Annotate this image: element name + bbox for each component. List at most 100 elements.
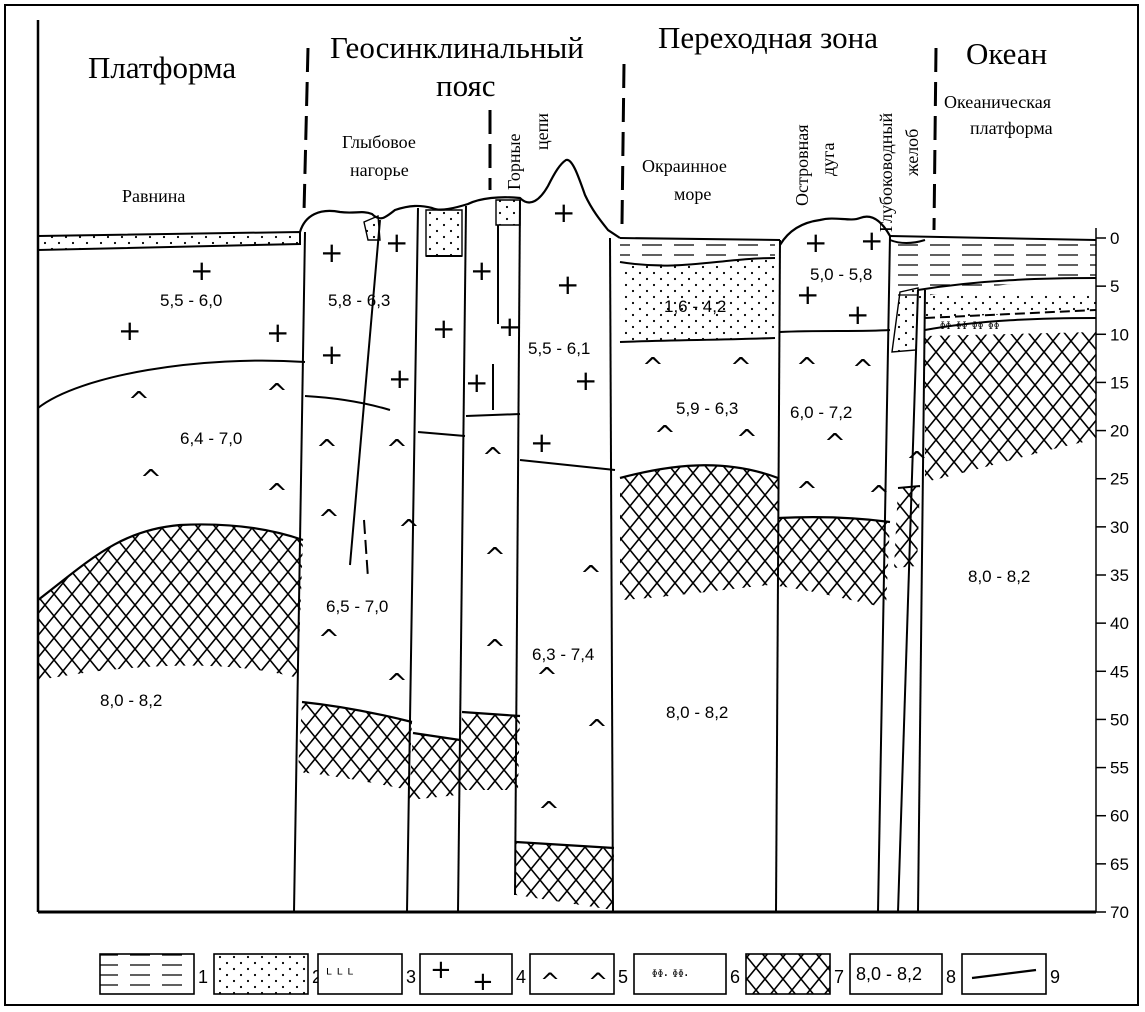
svg-text:+: + — [530, 426, 553, 459]
svg-text:ᶲᶲ ᶲᶲ ᶲᶲ ᶲᶲ: ᶲᶲ ᶲᶲ ᶲᶲ ᶲᶲ — [940, 320, 1000, 336]
label-oceanic-1: Океаническая — [944, 92, 1051, 112]
svg-text:^: ^ — [868, 481, 890, 511]
legend-num-7: 7 — [834, 967, 844, 987]
depth-tick-label: 20 — [1110, 422, 1129, 441]
vel-mountains-upper: 5,5 - 6,1 — [528, 339, 590, 358]
svg-text:^: ^ — [580, 561, 602, 591]
svg-text:+: + — [498, 310, 521, 343]
vel-arc-upper: 5,0 - 5,8 — [810, 265, 872, 284]
legend-num-4: 4 — [516, 967, 526, 987]
label-marginal-2: море — [674, 184, 711, 204]
legend-num-5: 5 — [618, 967, 628, 987]
transition-block — [620, 217, 925, 912]
legend-num-6: 6 — [730, 967, 740, 987]
depth-tick-label: 30 — [1110, 518, 1129, 537]
legend-swatch-7 — [746, 954, 830, 994]
depth-tick-label: 45 — [1110, 662, 1129, 681]
label-oceanic-2: платформа — [970, 118, 1053, 138]
zone-title-transition: Переходная зона — [658, 20, 878, 55]
svg-text:+: + — [432, 312, 455, 345]
svg-text:+: + — [465, 366, 488, 399]
boundary-transition-ocean — [934, 48, 936, 230]
svg-text:+: + — [190, 254, 213, 287]
depth-tick-label: 5 — [1110, 277, 1119, 296]
label-trench-2: желоб — [902, 129, 922, 177]
svg-text:+: + — [556, 268, 579, 301]
label-marginal-1: Окраинное — [642, 156, 727, 176]
svg-text:+: + — [385, 226, 408, 259]
basalt-layer-marks: ᶲᶲ ᶲᶲ ᶲᶲ ᶲᶲ — [940, 320, 1000, 336]
svg-text:^: ^ — [540, 968, 560, 996]
vel-platform-upper: 5,5 - 6,0 — [160, 291, 222, 310]
svg-text:^: ^ — [852, 355, 874, 385]
legend-num-9: 9 — [1050, 967, 1060, 987]
label-block-1: Глыбовое — [342, 132, 416, 152]
svg-text:ᴸ ᴸ ᴸ: ᴸ ᴸ ᴸ — [326, 965, 353, 984]
svg-text:^: ^ — [484, 635, 506, 665]
depth-tick-label: 40 — [1110, 614, 1129, 633]
label-block-2: нагорье — [350, 160, 409, 180]
vel-marginal-mantle: 8,0 - 8,2 — [666, 703, 728, 722]
vel-platform-lower: 6,4 - 7,0 — [180, 429, 242, 448]
legend-num-3: 3 — [406, 967, 416, 987]
svg-text:^: ^ — [266, 379, 288, 409]
svg-text:+: + — [320, 236, 343, 269]
svg-text:+: + — [430, 955, 452, 985]
svg-text:^: ^ — [484, 543, 506, 573]
legend: 1 2 ᴸ ᴸ ᴸ 3 ++ 4 ^^ 5 ᶲᶲ· ᶲᶲ· 6 7 8,0 - … — [100, 954, 1060, 997]
legend-swatch-1 — [100, 954, 194, 994]
legend-num-1: 1 — [198, 967, 208, 987]
boundary-platform-geosyncline — [304, 48, 308, 212]
vel-block-upper: 5,8 - 6,3 — [328, 291, 390, 310]
svg-text:^: ^ — [398, 515, 420, 545]
label-trench-1: Глубоководный — [876, 112, 896, 232]
svg-text:^: ^ — [906, 447, 928, 477]
svg-text:^: ^ — [318, 505, 340, 535]
depth-tick-label: 25 — [1110, 470, 1129, 489]
svg-text:+: + — [846, 298, 869, 331]
vel-marginal-sed: 1,6 - 4,2 — [664, 297, 726, 316]
depth-tick-label: 70 — [1110, 903, 1129, 922]
svg-text:+: + — [388, 362, 411, 395]
depth-tick-label: 60 — [1110, 807, 1129, 826]
svg-text:+: + — [470, 254, 493, 287]
vel-mountains-lower: 6,3 - 7,4 — [532, 645, 594, 664]
svg-text:+: + — [266, 316, 289, 349]
zone-title-platform: Платформа — [88, 50, 236, 85]
svg-text:^: ^ — [642, 353, 664, 383]
svg-text:+: + — [574, 364, 597, 397]
svg-text:^: ^ — [482, 443, 504, 473]
boundary-geosyncline-transition — [622, 64, 624, 224]
depth-tick-label: 15 — [1110, 373, 1129, 392]
depth-tick-label: 10 — [1110, 325, 1129, 344]
svg-text:^: ^ — [386, 435, 408, 465]
depth-tick-label: 55 — [1110, 759, 1129, 778]
svg-text:^: ^ — [796, 477, 818, 507]
svg-text:^: ^ — [140, 465, 162, 495]
depth-tick-label: 50 — [1110, 710, 1129, 729]
svg-text:+: + — [320, 338, 343, 371]
vel-arc-lower: 6,0 - 7,2 — [790, 403, 852, 422]
vel-block-lower: 6,5 - 7,0 — [326, 597, 388, 616]
svg-text:^: ^ — [266, 479, 288, 509]
depth-tick-label: 35 — [1110, 566, 1129, 585]
svg-text:^: ^ — [588, 968, 608, 996]
svg-text:^: ^ — [796, 353, 818, 383]
svg-text:^: ^ — [736, 425, 758, 455]
label-arc-1: Островная — [792, 125, 812, 206]
zone-title-geosyncline-1: Геосинклинальный — [330, 30, 584, 65]
vel-marginal-lower: 5,9 - 6,3 — [676, 399, 738, 418]
depth-tick-label: 0 — [1110, 229, 1119, 248]
label-mountains-1: Горные — [504, 133, 524, 190]
svg-text:^: ^ — [128, 387, 150, 417]
svg-text:^: ^ — [536, 663, 558, 693]
svg-text:+: + — [118, 314, 141, 347]
svg-text:^: ^ — [654, 421, 676, 451]
vel-platform-mantle: 8,0 - 8,2 — [100, 691, 162, 710]
label-plain: Равнина — [122, 186, 185, 206]
svg-text:^: ^ — [538, 797, 560, 827]
svg-text:^: ^ — [386, 669, 408, 699]
svg-text:^: ^ — [316, 435, 338, 465]
